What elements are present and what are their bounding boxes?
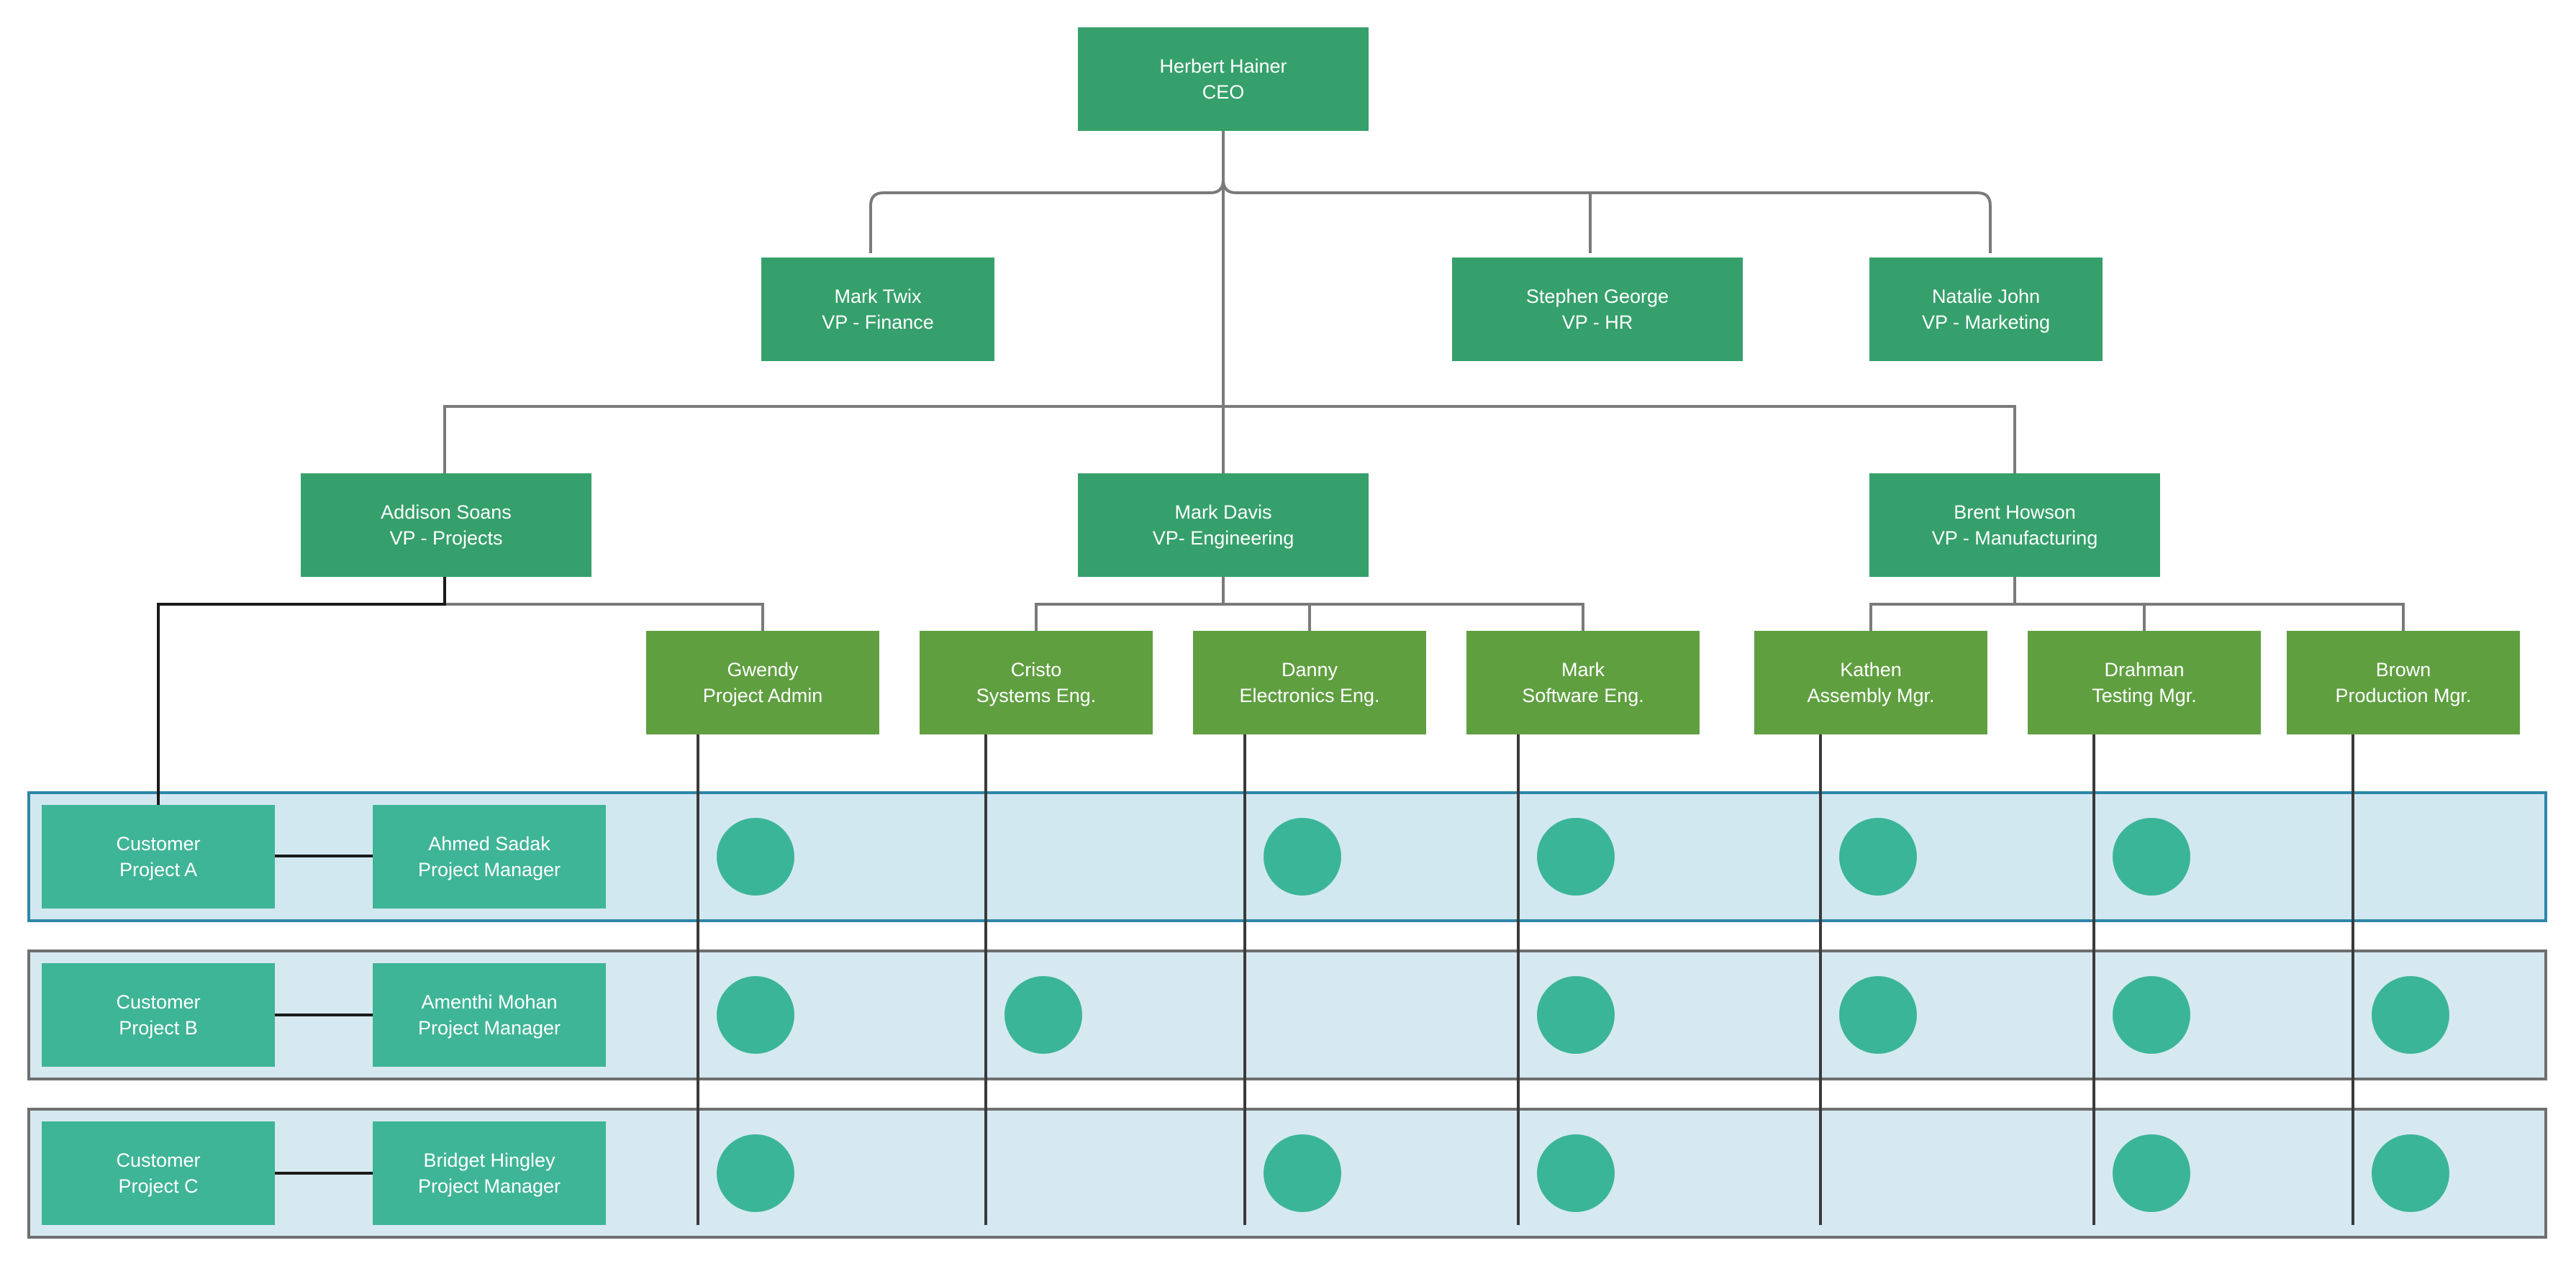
involvement-marker[interactable] bbox=[1004, 976, 1082, 1054]
involvement-marker[interactable] bbox=[717, 1134, 794, 1212]
involvement-marker[interactable] bbox=[2113, 976, 2190, 1054]
pm-title: Project Manager bbox=[417, 859, 561, 880]
involvement-marker[interactable] bbox=[1839, 976, 1917, 1054]
manager-title: Electronics Eng. bbox=[1239, 685, 1380, 706]
project-label: Project C bbox=[118, 1175, 199, 1197]
involvement-marker[interactable] bbox=[2113, 818, 2190, 896]
involvement-marker[interactable] bbox=[2372, 976, 2449, 1054]
ceo-title: CEO bbox=[1202, 81, 1245, 103]
vp-name: Stephen George bbox=[1525, 286, 1669, 307]
manager-name: Danny bbox=[1281, 659, 1338, 680]
involvement-marker[interactable] bbox=[2372, 1134, 2449, 1212]
involvement-marker[interactable] bbox=[717, 818, 794, 896]
project-label: Project A bbox=[119, 859, 198, 880]
manager-title: Project Admin bbox=[702, 685, 823, 706]
vp-marketing-box[interactable]: Natalie John VP - Marketing bbox=[1869, 258, 2103, 361]
vp-finance-box[interactable]: Mark Twix VP - Finance bbox=[761, 258, 994, 361]
involvement-marker[interactable] bbox=[1264, 1134, 1341, 1212]
manager-title: Production Mgr. bbox=[2335, 685, 2472, 706]
vp-projects-box[interactable]: Addison Soans VP - Projects bbox=[301, 473, 591, 577]
involvement-marker[interactable] bbox=[1839, 818, 1917, 896]
vp-name: Mark Twix bbox=[834, 286, 922, 307]
ceo-box[interactable]: Herbert Hainer CEO bbox=[1078, 27, 1369, 131]
project-label: Project B bbox=[119, 1017, 198, 1039]
customer-label: Customer bbox=[116, 833, 201, 855]
pm-name: Amenthi Mohan bbox=[421, 991, 558, 1013]
pm-name: Bridget Hingley bbox=[423, 1149, 555, 1171]
vp-title: VP- Engineering bbox=[1152, 527, 1294, 549]
vp-name: Mark Davis bbox=[1174, 501, 1272, 523]
manager-name: Cristo bbox=[1010, 659, 1062, 680]
involvement-marker[interactable] bbox=[1264, 818, 1341, 896]
manager-title: Testing Mgr. bbox=[2092, 685, 2197, 706]
pm-title: Project Manager bbox=[417, 1017, 561, 1039]
vp-title: VP - Projects bbox=[389, 527, 503, 549]
manager-name: Drahman bbox=[2104, 659, 2185, 680]
involvement-marker[interactable] bbox=[1537, 1134, 1615, 1212]
vp-name: Addison Soans bbox=[381, 501, 512, 523]
manager-name: Gwendy bbox=[727, 659, 799, 680]
vp-hr-box[interactable]: Stephen George VP - HR bbox=[1452, 258, 1743, 361]
vp-title: VP - Marketing bbox=[1921, 311, 2051, 333]
vp-name: Natalie John bbox=[1931, 286, 2041, 307]
manager-title: Software Eng. bbox=[1522, 685, 1644, 706]
vp-title: VP - Finance bbox=[822, 311, 934, 333]
involvement-marker[interactable] bbox=[1537, 818, 1615, 896]
customer-label: Customer bbox=[116, 991, 201, 1013]
vp-title: VP - HR bbox=[1561, 311, 1633, 333]
involvement-marker[interactable] bbox=[717, 976, 794, 1054]
pm-title: Project Manager bbox=[417, 1175, 561, 1197]
involvement-marker[interactable] bbox=[2113, 1134, 2190, 1212]
manager-name: Brown bbox=[2375, 659, 2431, 680]
customer-label: Customer bbox=[116, 1149, 201, 1171]
involvement-marker[interactable] bbox=[1537, 976, 1615, 1054]
ceo-name: Herbert Hainer bbox=[1159, 55, 1287, 77]
vp-manufacturing-box[interactable]: Brent Howson VP - Manufacturing bbox=[1869, 473, 2160, 577]
manager-name: Kathen bbox=[1840, 659, 1902, 680]
manager-title: Systems Eng. bbox=[976, 685, 1097, 706]
pm-name: Ahmed Sadak bbox=[428, 833, 550, 855]
vp-engineering-box[interactable]: Mark Davis VP- Engineering bbox=[1078, 473, 1369, 577]
manager-name: Mark bbox=[1561, 659, 1605, 680]
vp-title: VP - Manufacturing bbox=[1931, 527, 2098, 549]
manager-title: Assembly Mgr. bbox=[1807, 685, 1935, 706]
vp-name: Brent Howson bbox=[1954, 501, 2076, 523]
